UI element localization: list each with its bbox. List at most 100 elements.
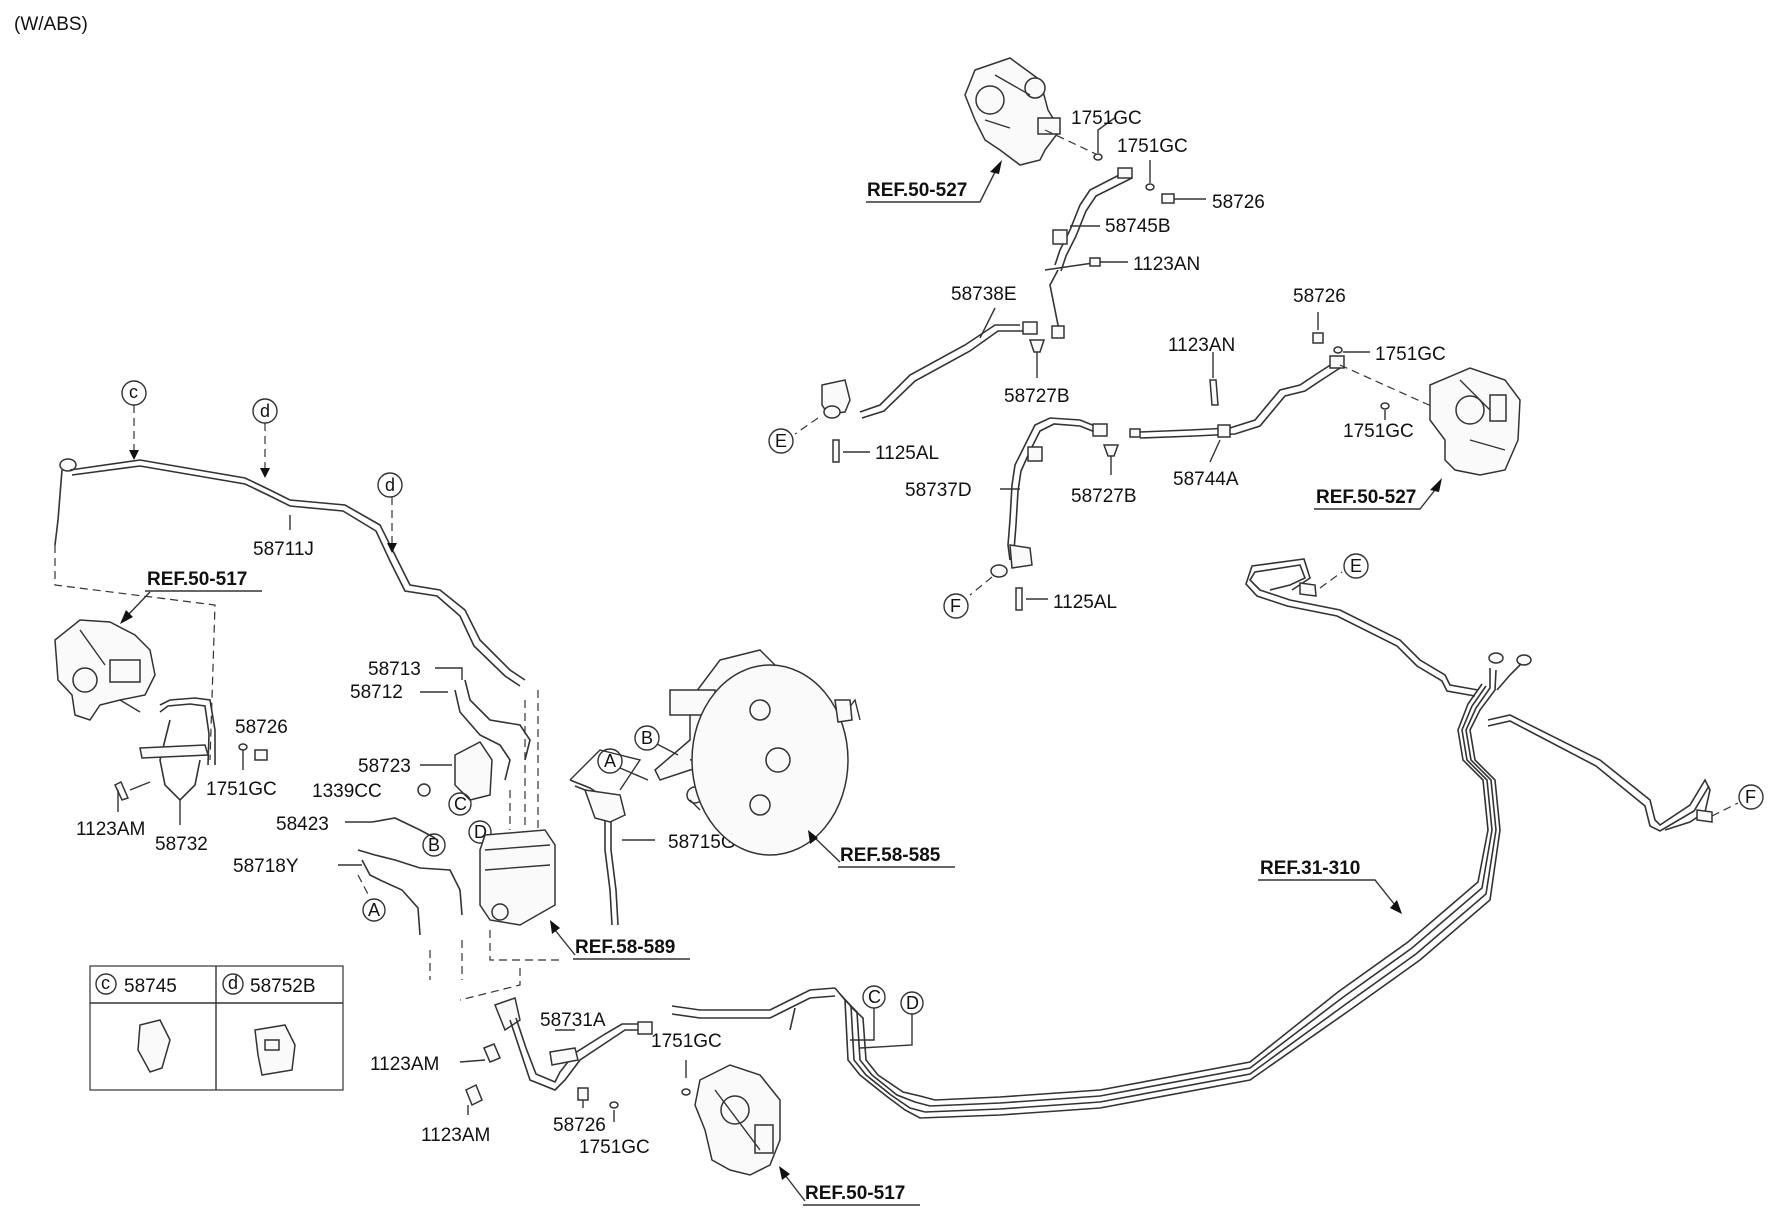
legend-c-part: 58745 [124,976,177,997]
marker-a-upper-text: A [604,751,616,771]
label-58712: 58712 [350,682,403,703]
label-58726-d: 58726 [553,1115,606,1136]
label-1751gc-c: 1751GC [1375,344,1446,365]
bolt-1125al-a: 1125AL [832,439,939,464]
label-1123am-a: 1123AM [76,819,145,840]
marker-c-lower-text: C [454,794,467,814]
bolt-58726-d: 58726 [553,1087,606,1136]
bracket-f-left: F [943,564,1008,619]
label-58715g: 58715G [668,832,736,853]
label-58731a: 58731A [540,1010,606,1031]
rear-caliper-left [54,619,156,721]
marker-e-left [768,428,794,454]
hose-58731a: 58731A [494,997,653,1091]
hose-58744a: 58744A [1129,355,1345,490]
ref-58-589-text: REF.58-589 [575,937,675,958]
label-58727b-a: 58727B [1004,386,1070,407]
washer-1751gc-g: 1751GC [579,1101,650,1158]
ref-50-527-top-text: REF.50-527 [867,180,967,201]
marker-c-bottom: C [850,985,886,1041]
front-caliper-right [1429,367,1521,476]
marker-d-mid: d [377,472,403,553]
marker-d-bottom-text: D [906,993,919,1013]
label-58726-a: 58726 [1212,192,1265,213]
pipe-58713: 58713 [368,659,531,761]
label-58744a: 58744A [1173,469,1239,490]
pipe-58738e: 58738E [859,269,1065,419]
marker-b-mid-text: B [428,835,440,855]
pipe-58737d: 58737D [905,417,1108,569]
marker-d-mid-text: d [385,475,395,495]
clip-58727b-b: 58727B [1071,444,1137,507]
pipe-58711j: 58711J [54,458,526,687]
clip-58745-icon [137,1019,171,1073]
washer-1751gc-f: 1751GC [651,1031,722,1096]
clip-58727b-a: 58727B [1004,339,1070,407]
front-caliper-bottom [694,1064,781,1176]
ref-31-310: REF.31-310 [1258,858,1402,914]
washer-1751gc-b: 1751GC [1117,136,1188,191]
legend-d-letter: d [228,973,238,993]
variant-header: (W/ABS) [14,14,88,35]
dashed-leader-left [54,545,216,761]
dashed-leader-hecu [459,968,521,1001]
label-58738e: 58738E [951,284,1017,305]
marker-c-top: c [121,380,147,460]
label-58745b: 58745B [1105,216,1171,237]
label-58737d: 58737D [905,480,972,501]
marker-a-upper: A [597,748,649,781]
marker-a-mid: A [357,874,386,922]
label-1123an-b: 1123AN [1168,335,1235,356]
label-58711j: 58711J [253,539,314,560]
marker-b-mid: B [422,833,446,857]
pipe-58712: 58712 [350,682,511,781]
bracket-58723: 58723 [358,741,493,801]
label-58423: 58423 [276,814,329,835]
ref-50-527-right-text: REF.50-527 [1316,487,1416,508]
label-1339cc: 1339CC [312,781,382,802]
pipe-58718y: 58718Y [233,849,463,936]
ref-50-527-top: REF.50-527 [866,160,1002,203]
label-1123am-b: 1123AM [370,1054,439,1075]
legend-table: c 58745 d 58752B [89,965,344,1091]
label-58727b-b: 58727B [1071,486,1137,507]
brake-booster [691,664,861,856]
label-58713: 58713 [368,659,421,680]
marker-b-upper: B [634,725,679,756]
hose-58745b: 58745B [1052,167,1171,272]
marker-e-right: E [1343,553,1369,579]
label-1751gc-b: 1751GC [1117,136,1188,157]
marker-e-left-text: E [775,431,787,451]
marker-d-top-text: d [260,401,270,421]
label-58723: 58723 [358,756,411,777]
marker-f-right: F [1738,784,1764,810]
marker-d-bottom: D [859,991,924,1049]
label-58718y: 58718Y [233,856,299,877]
ref-58-585: REF.58-585 [808,830,955,868]
bolt-58726-b: 58726 [1293,286,1346,344]
bolt-1125al-b: 1125AL [1015,587,1117,613]
hecu-unit [429,690,560,980]
label-58726-b: 58726 [1293,286,1346,307]
ref-50-517-left-text: REF.50-517 [147,569,247,590]
label-1751gc-e: 1751GC [206,779,277,800]
main-brake-lines [671,558,1739,1119]
bolt-58726-c: 58726 [235,717,288,761]
front-caliper-top [964,57,1061,166]
ref-50-517-bottom: REF.50-517 [779,1166,920,1206]
ref-50-517-left: REF.50-517 [120,569,262,624]
washer-1751gc-a: 1751GC [1071,108,1142,161]
label-1751gc-f: 1751GC [651,1031,722,1052]
label-1125al-a: 1125AL [875,443,939,464]
bolt-1123am-b: 1123AM [370,1043,501,1075]
bolt-1123am-c: 1123AM [421,1083,490,1146]
pipe-58423: 58423 [276,814,436,839]
ref-58-589: REF.58-589 [550,920,690,960]
bolt-58726-a: 58726 [1161,192,1265,213]
marker-f-left-text: F [950,596,961,616]
ref-58-585-text: REF.58-585 [840,845,941,866]
hose-58732: 58732 [139,697,216,855]
ref-50-527-right: REF.50-527 [1314,478,1442,510]
nut-1339cc: 1339CC [312,781,431,802]
